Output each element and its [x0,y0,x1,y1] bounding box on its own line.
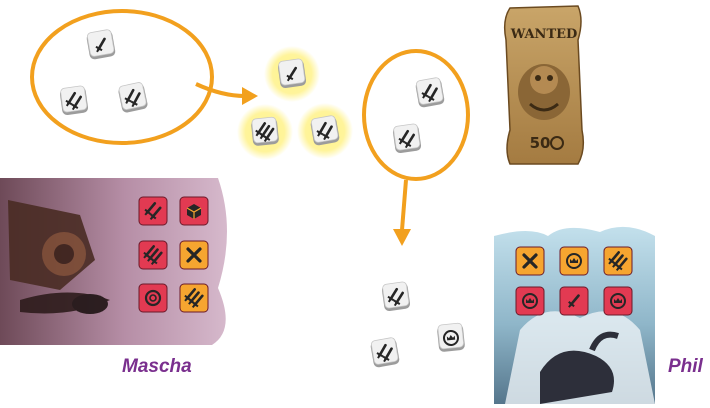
ability-tile [603,286,633,316]
ability-tile [559,246,589,276]
ability-tile [179,283,209,313]
crown-icon [610,293,626,309]
ability-tile [138,196,168,226]
outlaw-portrait [518,64,570,120]
double-sword-icon [398,129,415,149]
triple-sword-icon [255,122,275,142]
die[interactable] [310,115,340,146]
triple-sword-icon [608,251,628,271]
sword-icon [568,294,580,308]
phil-character-art [505,311,655,404]
coin-icon [550,136,564,150]
crown-icon [522,293,538,309]
ability-tile [559,286,589,316]
wanted-reward: 50 [530,134,551,152]
coin-icon [144,289,162,307]
sword-icon [286,66,298,82]
die[interactable] [277,58,307,89]
sword-icon [95,37,106,53]
box-icon [186,204,202,219]
double-sword-icon [144,202,162,221]
die[interactable] [381,281,411,312]
mascha-character-art [8,200,110,314]
ability-tile [179,240,209,270]
triple-sword-icon [184,288,204,308]
double-sword-icon [65,91,82,111]
cross-icon [186,247,202,263]
player-name-phil: Phil [668,356,703,377]
crown-icon [566,253,582,269]
die[interactable] [59,85,89,116]
middle-dice-circle [362,49,470,181]
triple-sword-icon [143,245,163,265]
die[interactable] [370,337,400,368]
double-sword-icon [316,121,333,141]
ability-tile [138,240,168,270]
cross-icon [522,253,538,269]
ability-tile [515,286,545,316]
wanted-title: WANTED [510,27,578,42]
wanted-poster: WANTED 50 [503,5,585,165]
double-sword-icon [387,287,404,307]
die[interactable] [415,77,445,108]
mascha-dice-circle [30,9,214,145]
mascha-board [0,178,227,345]
double-sword-icon [124,88,141,108]
crown-icon [443,330,459,346]
die[interactable] [392,123,422,154]
die[interactable] [117,82,148,114]
double-sword-icon [376,343,393,363]
arrow-to-highlighted [195,82,258,105]
die[interactable] [86,29,116,60]
die[interactable] [437,322,466,353]
ability-tile [515,246,545,276]
player-name-mascha: Mascha [122,356,192,377]
arrow-to-loose-dice [393,179,411,246]
double-sword-icon [421,83,438,103]
ability-tile [179,196,209,226]
die[interactable] [251,116,280,147]
phil-board [494,226,655,404]
ability-tile [603,246,633,276]
ability-tile [138,283,168,313]
